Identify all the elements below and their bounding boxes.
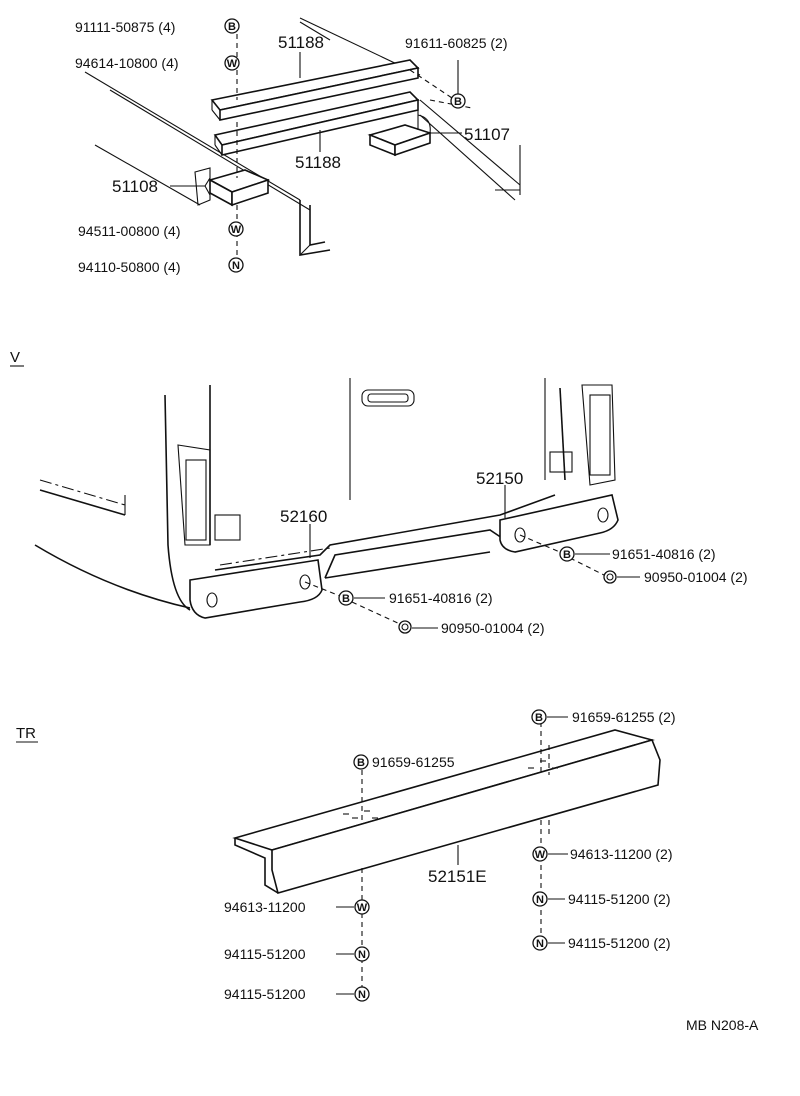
- part-91659-61255-left: 91659-61255: [372, 754, 455, 770]
- symbol-bolt: B: [357, 757, 365, 769]
- part-90950-01004-left: 90950-01004 (2): [441, 620, 545, 636]
- part-52150: 52150: [476, 469, 523, 488]
- symbol-washer: W: [231, 224, 242, 236]
- symbol-bolt: B: [228, 21, 236, 33]
- part-91659-61255-right: 91659-61255 (2): [572, 709, 676, 725]
- section-tr: TR B W N N B: [16, 709, 676, 1002]
- step-bar-52151E: [232, 729, 661, 894]
- section-v: V: [10, 349, 748, 636]
- section-label-tr: TR: [16, 725, 36, 742]
- part-94613-11200-right: 94613-11200 (2): [570, 846, 672, 862]
- symbol-bolt: B: [535, 712, 543, 724]
- part-91651-40816-left: 91651-40816 (2): [389, 590, 493, 606]
- diagram-code: MB N208-A: [686, 1017, 759, 1033]
- symbol-bolt: B: [342, 593, 350, 605]
- part-94614-10800: 94614-10800 (4): [75, 55, 179, 71]
- part-94115-51200-right-2: 94115-51200 (2): [568, 935, 670, 951]
- part-94511-00800: 94511-00800 (4): [78, 223, 180, 239]
- part-51188-lower: 51188: [295, 153, 341, 172]
- part-51188-upper: 51188: [278, 33, 324, 52]
- part-94613-11200-left: 94613-11200: [224, 899, 306, 915]
- section-label-v: V: [10, 349, 20, 366]
- symbol-washer: W: [535, 849, 546, 861]
- symbol-nut: N: [358, 949, 366, 961]
- bracket-51108: [194, 167, 271, 207]
- top-assembly: B W B W N 91111-50875 (4) 94614-10800 (4…: [75, 17, 521, 275]
- part-94115-51200-left-1: 94115-51200: [224, 946, 306, 962]
- symbol-bolt: B: [454, 96, 462, 108]
- symbol-nut: N: [536, 938, 544, 950]
- part-91651-40816-right: 91651-40816 (2): [612, 546, 716, 562]
- part-90950-01004-right: 90950-01004 (2): [644, 569, 748, 585]
- part-94115-51200-left-2: 94115-51200: [224, 986, 306, 1002]
- part-52151E: 52151E: [428, 867, 487, 886]
- symbol-nut: N: [358, 989, 366, 1001]
- part-91111-50875: 91111-50875 (4): [75, 19, 175, 35]
- symbol-washer: W: [227, 58, 238, 70]
- part-52160: 52160: [280, 507, 327, 526]
- bumper-end-52160: [189, 559, 323, 619]
- symbol-nut: N: [232, 260, 240, 272]
- part-94110-50800: 94110-50800 (4): [78, 259, 180, 275]
- part-94115-51200-right-1: 94115-51200 (2): [568, 891, 670, 907]
- part-91611-60825: 91611-60825 (2): [405, 35, 507, 51]
- symbol-nut: N: [536, 894, 544, 906]
- symbol-bolt: B: [563, 549, 571, 561]
- bumper-end-52150: [499, 494, 619, 553]
- symbol-washer: W: [357, 902, 368, 914]
- part-51108: 51108: [112, 177, 158, 196]
- part-51107: 51107: [464, 125, 510, 144]
